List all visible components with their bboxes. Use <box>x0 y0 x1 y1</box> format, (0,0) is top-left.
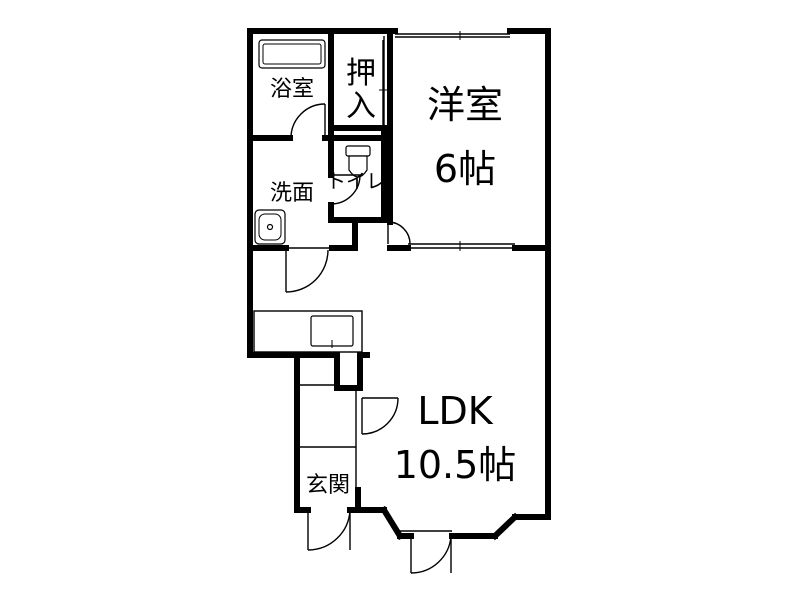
ldk-size: 10.5帖 <box>394 443 517 487</box>
kitchen-counter <box>253 310 363 353</box>
closet-label-1: 押 <box>346 56 376 91</box>
toilet-fixture <box>345 145 371 178</box>
door-washroom <box>285 249 329 293</box>
bathtub <box>258 39 326 69</box>
walls <box>247 28 551 541</box>
entrance-label: 玄関 <box>306 473 350 498</box>
sliding-door-western <box>408 241 515 251</box>
ldk-name: LDK <box>417 389 493 433</box>
top-window <box>395 31 510 40</box>
washroom-label: 洗面 <box>270 181 314 206</box>
western-room-name: 洋室 <box>427 83 503 127</box>
bay-window-door <box>400 530 452 574</box>
door-bath <box>290 103 326 139</box>
bathtub-inner <box>262 43 322 65</box>
door-closet-sliding <box>379 40 387 126</box>
toilet-label: トイレ <box>326 169 386 193</box>
bath-label: 浴室 <box>270 77 314 102</box>
washbasin <box>254 209 286 245</box>
door-toilet <box>330 174 361 205</box>
door-hall <box>387 221 411 245</box>
door-entrance <box>307 509 351 551</box>
western-room-size: 6帖 <box>434 147 496 191</box>
door-ldk <box>361 397 399 435</box>
closet-label-2: 入 <box>346 89 376 124</box>
